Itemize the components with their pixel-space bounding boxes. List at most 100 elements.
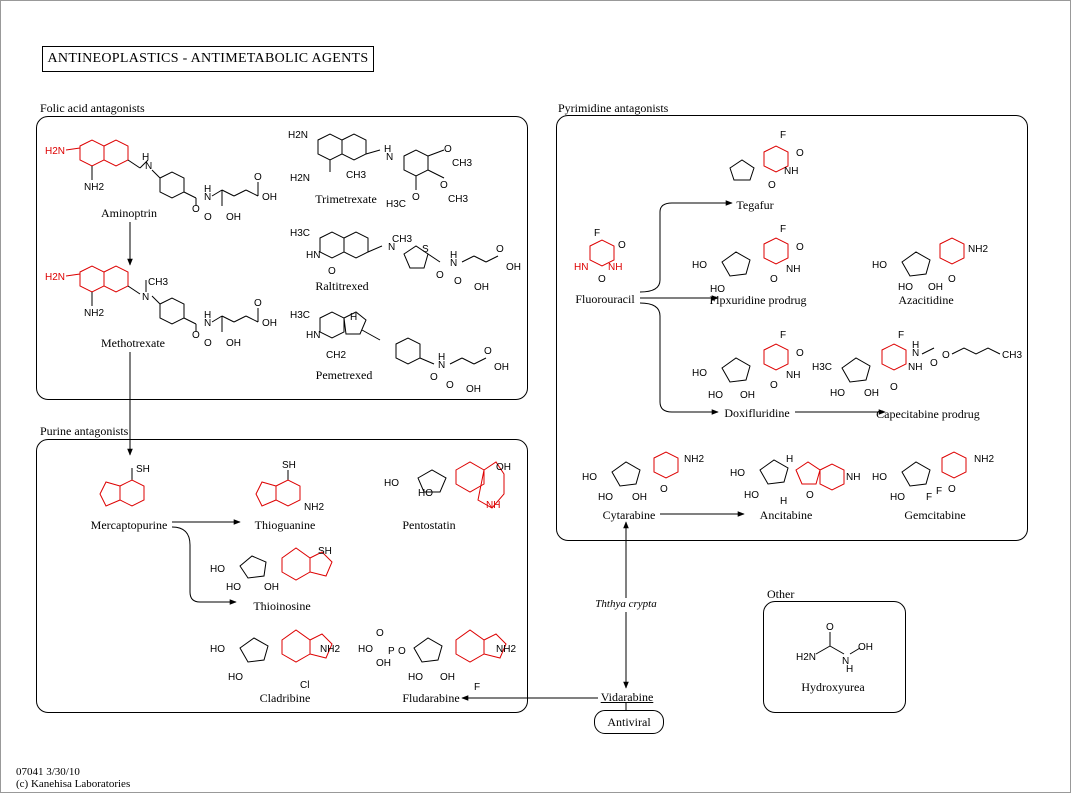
svg-text:N: N xyxy=(142,292,149,303)
svg-text:O: O xyxy=(440,180,448,191)
svg-text:N: N xyxy=(388,242,395,253)
svg-text:H: H xyxy=(142,152,149,163)
svg-text:H: H xyxy=(204,310,211,321)
svg-text:N: N xyxy=(842,656,849,667)
pentostatin-structure: HO HO OH NH xyxy=(384,461,511,511)
svg-text:O: O xyxy=(484,346,492,357)
svg-text:H: H xyxy=(780,496,787,507)
capecitabine-label: Capecitabine prodrug xyxy=(876,407,980,421)
svg-text:OH: OH xyxy=(506,262,521,273)
svg-text:O: O xyxy=(446,380,454,391)
gemcitabine-label: Gemcitabine xyxy=(904,508,966,522)
svg-text:OH: OH xyxy=(496,462,511,473)
svg-text:NH2: NH2 xyxy=(84,182,104,193)
flpxuridine-structure: HO HO F O NH O xyxy=(692,224,804,295)
svg-text:HO: HO xyxy=(890,492,905,503)
svg-text:O: O xyxy=(254,172,262,183)
svg-text:CH3: CH3 xyxy=(1002,350,1022,361)
svg-text:HO: HO xyxy=(692,368,707,379)
svg-text:H2N: H2N xyxy=(45,146,65,157)
map-id: 07041 3/30/10 xyxy=(16,766,80,778)
pyrimidine-group-label: Pyrimidine antagonists xyxy=(558,101,669,115)
svg-text:OH: OH xyxy=(262,318,277,329)
svg-text:O: O xyxy=(454,276,462,287)
svg-text:O: O xyxy=(328,266,336,277)
svg-text:N: N xyxy=(438,360,445,371)
svg-text:HN: HN xyxy=(574,262,588,273)
tegafur-structure: F O NH O xyxy=(729,130,804,191)
svg-text:HO: HO xyxy=(744,490,759,501)
svg-text:F: F xyxy=(936,486,942,497)
svg-text:H3C: H3C xyxy=(290,310,310,321)
svg-text:H: H xyxy=(912,340,919,351)
svg-text:NH2: NH2 xyxy=(84,308,104,319)
source-organism-label: Ththya crypta xyxy=(593,598,659,610)
mercaptopurine-label: Mercaptopurine xyxy=(90,518,168,532)
purine-group-box xyxy=(36,439,528,713)
svg-text:OH: OH xyxy=(474,282,489,293)
svg-text:HN: HN xyxy=(306,250,320,261)
svg-text:O: O xyxy=(436,270,444,281)
svg-text:O: O xyxy=(254,298,262,309)
svg-text:OH: OH xyxy=(262,192,277,203)
svg-text:N: N xyxy=(386,152,393,163)
azacitidine-label: Azacitidine xyxy=(898,293,954,307)
svg-text:O: O xyxy=(942,350,950,361)
folic-group-label: Folic acid antagonists xyxy=(40,101,145,115)
svg-text:HO: HO xyxy=(872,260,887,271)
svg-text:NH2: NH2 xyxy=(320,644,340,655)
svg-text:O: O xyxy=(412,192,420,203)
svg-text:HO: HO xyxy=(384,478,399,489)
svg-text:OH: OH xyxy=(740,390,755,401)
svg-text:O: O xyxy=(598,274,606,285)
svg-text:O: O xyxy=(376,628,384,639)
svg-text:F: F xyxy=(474,682,480,693)
svg-text:SH: SH xyxy=(318,546,332,557)
svg-text:OH: OH xyxy=(494,362,509,373)
svg-text:O: O xyxy=(796,148,804,159)
svg-text:O: O xyxy=(660,484,668,495)
svg-text:O: O xyxy=(948,484,956,495)
svg-text:HO: HO xyxy=(228,672,243,683)
cytarabine-label: Cytarabine xyxy=(602,508,656,522)
svg-text:HN: HN xyxy=(306,330,320,341)
svg-text:CH3: CH3 xyxy=(452,158,472,169)
svg-text:H: H xyxy=(204,184,211,195)
svg-text:O: O xyxy=(496,244,504,255)
svg-text:H2N: H2N xyxy=(288,130,308,141)
svg-text:H: H xyxy=(384,144,391,155)
svg-text:H: H xyxy=(786,454,793,465)
svg-text:N: N xyxy=(912,348,919,359)
svg-text:CH3: CH3 xyxy=(346,170,366,181)
svg-text:NH: NH xyxy=(784,166,798,177)
svg-text:NH2: NH2 xyxy=(968,244,988,255)
thioinosine-label: Thioinosine xyxy=(253,599,311,613)
svg-text:O: O xyxy=(398,646,406,657)
svg-text:OH: OH xyxy=(632,492,647,503)
svg-text:H3C: H3C xyxy=(290,228,310,239)
svg-text:O: O xyxy=(770,274,778,285)
svg-text:S: S xyxy=(422,244,429,255)
svg-text:H: H xyxy=(846,664,853,675)
cladribine-structure: HO HO NH2 Cl xyxy=(210,629,340,691)
svg-text:F: F xyxy=(594,228,600,239)
svg-text:F: F xyxy=(780,224,786,235)
trimetrexate-label: Trimetrexate xyxy=(315,192,377,206)
svg-text:HO: HO xyxy=(358,644,373,655)
svg-text:N: N xyxy=(450,258,457,269)
pemetrexed-label: Pemetrexed xyxy=(315,368,373,382)
svg-text:CH3: CH3 xyxy=(392,234,412,245)
svg-text:HO: HO xyxy=(598,492,613,503)
thioguanine-label: Thioguanine xyxy=(254,518,316,532)
svg-text:OH: OH xyxy=(858,642,873,653)
svg-text:O: O xyxy=(192,330,200,341)
svg-text:O: O xyxy=(768,180,776,191)
